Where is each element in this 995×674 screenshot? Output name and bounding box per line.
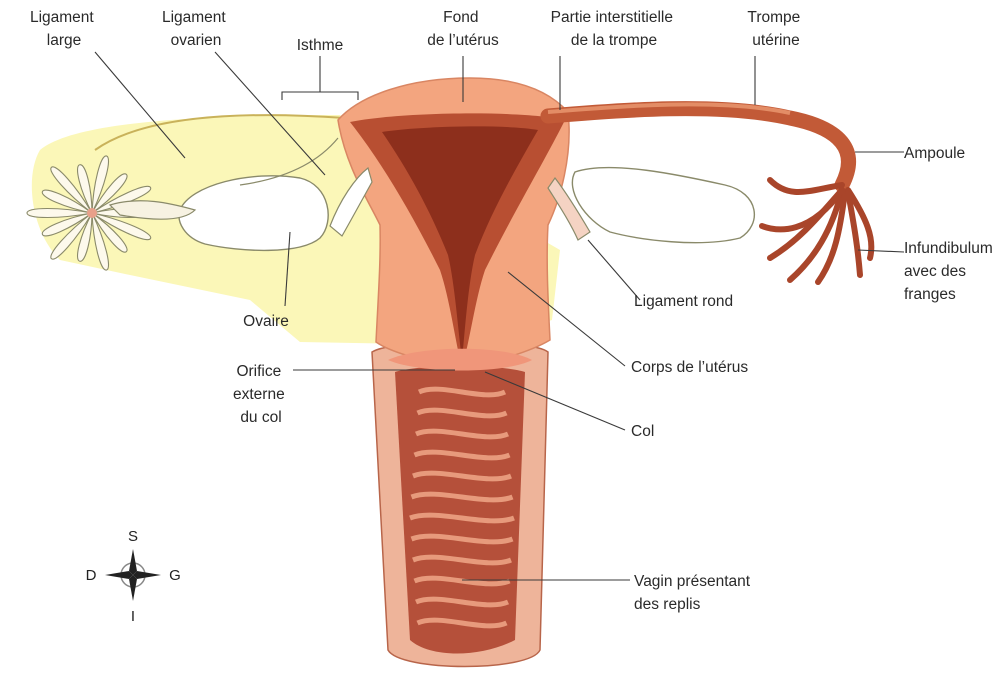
label-corps-uterus: Corps de l’utérus <box>631 359 748 376</box>
label-ligament-rond: Ligament rond <box>634 293 733 310</box>
label-vagin: Vagin présentant des replis <box>634 573 754 613</box>
label-ligament-ovarien: Ligament ovarien <box>162 9 230 49</box>
label-infundibulum: Infundibulum avec des franges <box>904 240 995 303</box>
right-fimbriae <box>762 180 871 282</box>
label-trompe-uterine: Trompe utérine <box>747 9 804 49</box>
vagina-shape <box>372 342 548 667</box>
label-ligament-large: Ligament large <box>30 9 98 49</box>
compass-east-label: G <box>169 567 181 584</box>
label-isthme: Isthme <box>297 37 344 54</box>
label-orifice-externe: Orifice externe du col <box>233 363 289 426</box>
compass-north-label: S <box>128 528 138 545</box>
fimbria-center <box>87 208 97 218</box>
compass-west-label: D <box>86 567 97 584</box>
label-fond-uterus: Fond de l’utérus <box>427 9 499 49</box>
label-col: Col <box>631 423 654 440</box>
label-ampoule: Ampoule <box>904 145 965 162</box>
label-partie-interstitielle: Partie interstitielle de la trompe <box>551 9 678 49</box>
label-ovaire: Ovaire <box>243 313 289 330</box>
right-ovary-shape <box>572 168 754 243</box>
compass-south-label: I <box>131 608 135 625</box>
orientation-compass: S I D G <box>86 528 181 625</box>
